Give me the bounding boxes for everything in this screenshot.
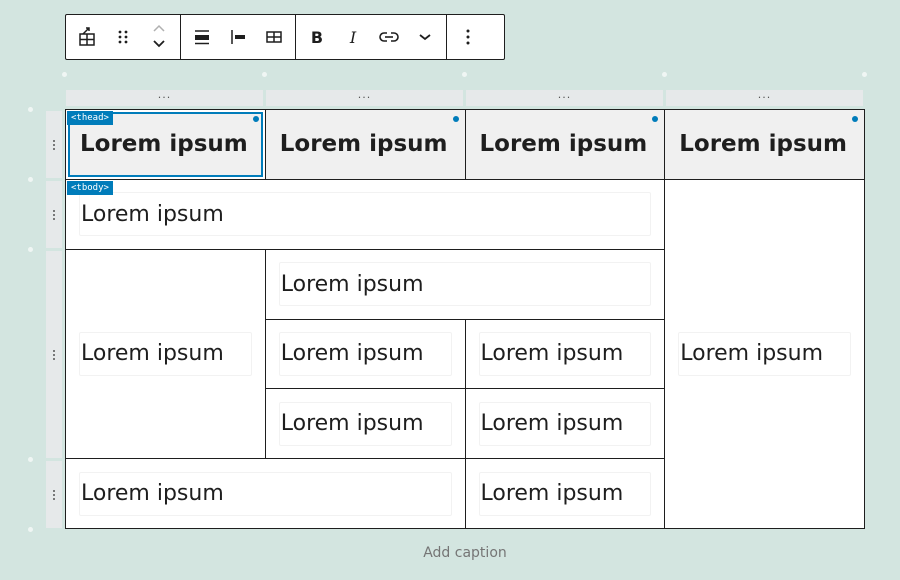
body-cell[interactable]: Lorem ipsum — [265, 249, 665, 319]
tbody-badge: <tbody> — [67, 180, 113, 195]
header-cell[interactable]: Lorem ipsum — [465, 110, 665, 179]
italic-icon: I — [349, 27, 357, 47]
cell-text[interactable]: Lorem ipsum — [80, 131, 248, 158]
cell-dot — [652, 116, 659, 122]
block-toolbar: B I — [65, 14, 505, 60]
toolbar-group-table — [181, 15, 296, 59]
row-handle[interactable] — [46, 111, 62, 178]
body-cell[interactable]: Lorem ipsum — [465, 389, 665, 459]
cell-dot — [252, 116, 259, 122]
row-handle[interactable] — [46, 251, 62, 458]
table-icon — [79, 27, 95, 46]
resize-dot — [662, 72, 667, 77]
cell-text[interactable]: Lorem ipsum — [478, 331, 652, 376]
resize-dot — [262, 72, 267, 77]
align-button[interactable] — [184, 15, 220, 59]
cell-text[interactable]: Lorem ipsum — [478, 401, 652, 446]
edit-table-icon — [266, 31, 282, 43]
cell-text[interactable]: Lorem ipsum — [79, 331, 252, 376]
move-buttons[interactable] — [141, 15, 177, 59]
body-cell[interactable]: Lorem ipsum — [265, 389, 465, 459]
resize-dot — [28, 247, 33, 252]
align-left-icon — [231, 30, 245, 44]
cell-text[interactable]: Lorem ipsum — [279, 131, 448, 158]
row-handle[interactable] — [46, 461, 62, 528]
resize-dot — [862, 72, 867, 77]
drag-handle-icon — [118, 30, 128, 44]
move-arrows-icon — [153, 24, 165, 48]
column-handle[interactable]: ... — [266, 89, 463, 106]
toolbar-group-options — [447, 15, 489, 59]
body-cell[interactable]: Lorem ipsum — [265, 319, 465, 389]
header-cell[interactable]: Lorem ipsum — [665, 110, 864, 179]
column-handle[interactable]: ... — [666, 89, 863, 106]
column-handle[interactable]: ... — [66, 89, 263, 106]
resize-dot — [28, 177, 33, 182]
cell-text[interactable]: Lorem ipsum — [479, 131, 648, 158]
align-center-icon — [195, 30, 209, 45]
cell-text[interactable]: Lorem ipsum — [79, 471, 452, 516]
cell-dot — [452, 116, 459, 122]
toolbar-group-block — [66, 15, 181, 59]
resize-dot — [28, 107, 33, 112]
link-button[interactable] — [371, 15, 407, 59]
edit-table-button[interactable] — [256, 15, 292, 59]
body-cell[interactable]: Lorem ipsum — [66, 249, 265, 459]
bold-icon: B — [310, 27, 324, 47]
more-formatting-icon — [419, 34, 431, 41]
row-drag-icon — [53, 139, 55, 150]
header-cell[interactable]: <thead> Lorem ipsum — [66, 110, 265, 179]
cell-text[interactable]: Lorem ipsum — [79, 192, 652, 237]
cell-text[interactable]: Lorem ipsum — [278, 401, 452, 446]
cell-text[interactable]: Lorem ipsum — [679, 131, 847, 158]
caption-input[interactable]: Add caption — [423, 545, 507, 561]
bold-button[interactable]: B — [299, 15, 335, 59]
row-drag-icon — [53, 209, 55, 220]
body-cell[interactable]: Lorem ipsum — [66, 459, 465, 528]
cell-text[interactable]: Lorem ipsum — [678, 331, 851, 376]
italic-button[interactable]: I — [335, 15, 371, 59]
more-options-icon — [466, 29, 470, 45]
row-drag-icon — [53, 349, 55, 360]
table: <thead> Lorem ipsum Lorem ipsum Lorem ip… — [65, 109, 865, 529]
resize-dot — [462, 72, 467, 77]
more-formatting-button[interactable] — [407, 15, 443, 59]
cell-text[interactable]: Lorem ipsum — [278, 331, 452, 376]
row-drag-icon — [53, 489, 55, 500]
toolbar-group-format: B I — [296, 15, 447, 59]
link-icon — [379, 32, 399, 42]
table-block-button[interactable] — [69, 15, 105, 59]
cell-text[interactable]: Lorem ipsum — [278, 262, 652, 307]
row-handle[interactable] — [46, 181, 62, 248]
resize-dot — [28, 527, 33, 532]
body-cell[interactable]: Lorem ipsum — [465, 459, 665, 528]
drag-handle-button[interactable] — [105, 15, 141, 59]
column-handle[interactable]: ... — [466, 89, 663, 106]
body-cell[interactable]: <tbody> Lorem ipsum — [66, 179, 665, 249]
resize-dot — [28, 457, 33, 462]
resize-dot — [62, 72, 67, 77]
body-cell[interactable]: Lorem ipsum — [665, 179, 864, 528]
change-column-alignment-button[interactable] — [220, 15, 256, 59]
cell-text[interactable]: Lorem ipsum — [478, 471, 652, 516]
thead-badge: <thead> — [67, 111, 113, 125]
body-cell[interactable]: Lorem ipsum — [465, 319, 665, 389]
header-cell[interactable]: Lorem ipsum — [265, 110, 465, 179]
cell-dot — [852, 116, 858, 122]
options-button[interactable] — [450, 15, 486, 59]
